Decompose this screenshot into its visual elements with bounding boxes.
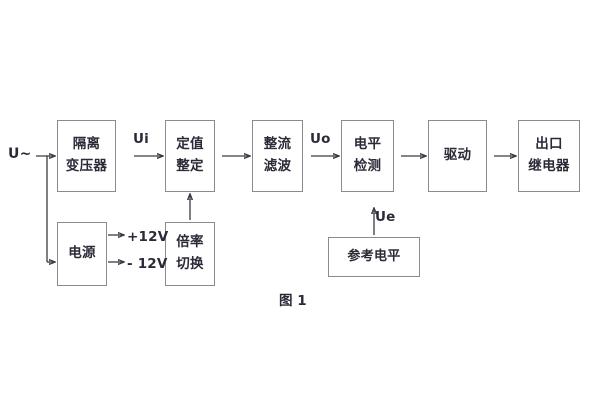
block-power-supply-line1: 电源	[68, 245, 96, 262]
block-setpoint-adjust-line2: 整定	[176, 158, 204, 174]
block-ratio-switch-line1: 倍率	[176, 234, 204, 251]
block-ratio-switch[interactable]: 倍率 切换	[165, 222, 215, 286]
input-voltage-label: U~	[8, 146, 32, 162]
figure-caption: 图 1	[279, 293, 307, 309]
block-output-relay[interactable]: 出口 继电器	[518, 120, 580, 192]
block-drive[interactable]: 驱动	[428, 120, 487, 192]
block-isolation-transformer[interactable]: 隔离 变压器	[57, 120, 116, 192]
signal-label-uo: Uo	[310, 131, 331, 147]
power-rail-label-negative: - 12V	[127, 256, 168, 272]
connector-u-input-bus	[36, 155, 48, 262]
block-drive-line1: 驱动	[443, 147, 472, 164]
block-level-detect[interactable]: 电平 检测	[341, 120, 394, 192]
block-setpoint-adjust-line1: 定值	[176, 136, 204, 153]
block-isolation-transformer-line1: 隔离	[72, 136, 101, 153]
signal-label-ue: Ue	[375, 209, 396, 225]
block-level-detect-line1: 电平	[353, 136, 382, 153]
block-level-detect-line2: 检测	[353, 158, 382, 174]
power-rail-label-positive: +12V	[127, 229, 169, 245]
block-output-relay-line2: 继电器	[528, 158, 570, 174]
signal-label-ui: Ui	[133, 131, 149, 147]
block-rectify-filter[interactable]: 整流 滤波	[252, 120, 303, 192]
block-isolation-transformer-line2: 变压器	[65, 158, 108, 174]
block-reference-level[interactable]: 参考电平	[328, 237, 420, 277]
block-setpoint-adjust[interactable]: 定值 整定	[165, 120, 215, 192]
block-ratio-switch-line2: 切换	[176, 256, 204, 272]
block-rectify-filter-line1: 整流	[263, 136, 292, 153]
block-reference-level-line1: 参考电平	[347, 249, 401, 265]
block-power-supply[interactable]: 电源	[57, 222, 107, 286]
block-output-relay-line1: 出口	[535, 136, 563, 153]
block-rectify-filter-line2: 滤波	[263, 158, 292, 174]
